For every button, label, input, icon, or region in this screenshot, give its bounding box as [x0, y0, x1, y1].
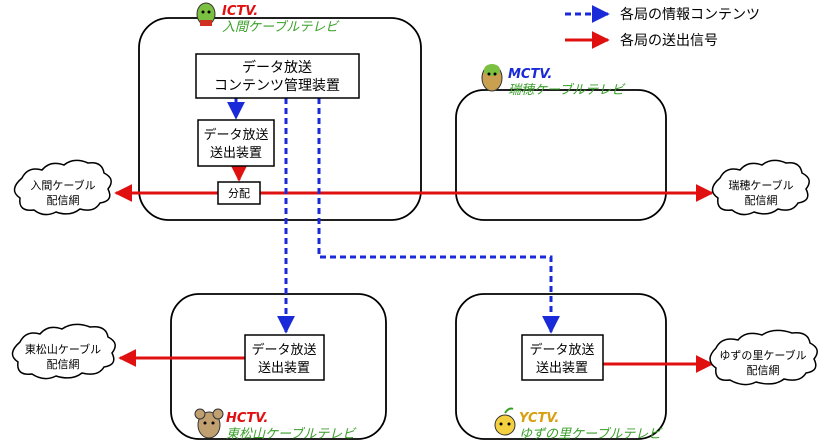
- yctv-mascot-icon: [494, 407, 516, 436]
- info-to-yctv-tx-arrow: [317, 98, 560, 334]
- mizuho-network-line1: 瑞穂ケーブル: [728, 178, 793, 192]
- yctv-transmitter-line2: 送出装置: [536, 361, 588, 376]
- iruma-network-line2: 配信網: [47, 193, 80, 207]
- yuzunosato-network-line1: ゆずの里ケーブル: [719, 348, 806, 362]
- yuzunosato-network-line2: 配信網: [747, 363, 780, 377]
- mctv-abbr: MCTV.: [508, 67, 552, 82]
- iruma-network-line1: 入間ケーブル: [30, 178, 95, 192]
- hctv-label: HCTV. 東松山ケーブルテレビ: [194, 408, 357, 442]
- mctv-name: 瑞穂ケーブルテレビ: [508, 82, 626, 98]
- mctv-label: MCTV. 瑞穂ケーブルテレビ: [481, 64, 626, 98]
- higashimatsuyama-network-cloud: 東松山ケーブル 配信網: [11, 323, 116, 380]
- higashimatsuyama-network-line2: 配信網: [47, 357, 80, 371]
- content-management-box: [195, 53, 360, 99]
- higashimatsuyama-network-line1: 東松山ケーブル: [25, 342, 101, 356]
- yuzunosato-network-cloud: ゆずの里ケーブル 配信網: [709, 329, 818, 386]
- mctv-mascot-icon: [481, 64, 503, 92]
- ictv-station-frame: [138, 17, 422, 221]
- legend-signal-label: 各局の送出信号: [620, 33, 718, 49]
- ictv-transmitter-line2: 送出装置: [210, 146, 262, 161]
- yctv-abbr: YCTV.: [519, 411, 559, 426]
- ictv-label: ICTV. 入間ケーブルテレビ: [196, 2, 340, 35]
- yctv-station-frame: [455, 293, 667, 440]
- hctv-name: 東松山ケーブルテレビ: [226, 426, 357, 442]
- mizuho-network-line2: 配信網: [745, 193, 778, 207]
- yctv-label: YCTV. ゆずの里ケーブルテレビ: [494, 407, 663, 442]
- hctv-mascot-icon: [194, 408, 224, 439]
- yctv-transmitter-line1: データ放送: [529, 342, 594, 358]
- yctv-name: ゆずの里ケーブルテレビ: [519, 426, 663, 442]
- content-management-line1: データ放送: [242, 59, 312, 76]
- mizuho-network-cloud: 瑞穂ケーブル 配信網: [711, 159, 810, 216]
- hctv-transmitter-line2: 送出装置: [258, 361, 310, 376]
- ictv-mascot-icon: [196, 2, 216, 26]
- ictv-transmitter-line1: データ放送: [203, 127, 268, 143]
- ictv-name: 入間ケーブルテレビ: [222, 19, 340, 35]
- hctv-abbr: HCTV.: [226, 411, 268, 426]
- mctv-station-frame: [455, 89, 667, 221]
- content-management-line2: コンテンツ管理装置: [214, 78, 340, 94]
- hctv-station-frame: [170, 293, 387, 440]
- hctv-transmitter-box: [244, 334, 325, 381]
- distribution-box: [217, 181, 261, 205]
- iruma-network-cloud: 入間ケーブル 配信網: [13, 159, 112, 216]
- hctv-transmitter-line1: データ放送: [251, 342, 316, 358]
- ictv-transmitter-box: [197, 119, 275, 167]
- distribution-label: 分配: [228, 187, 250, 200]
- ictv-abbr: ICTV.: [222, 4, 258, 19]
- yctv-transmitter-box: [521, 334, 604, 381]
- legend-info-label: 各局の情報コンテンツ: [620, 7, 760, 23]
